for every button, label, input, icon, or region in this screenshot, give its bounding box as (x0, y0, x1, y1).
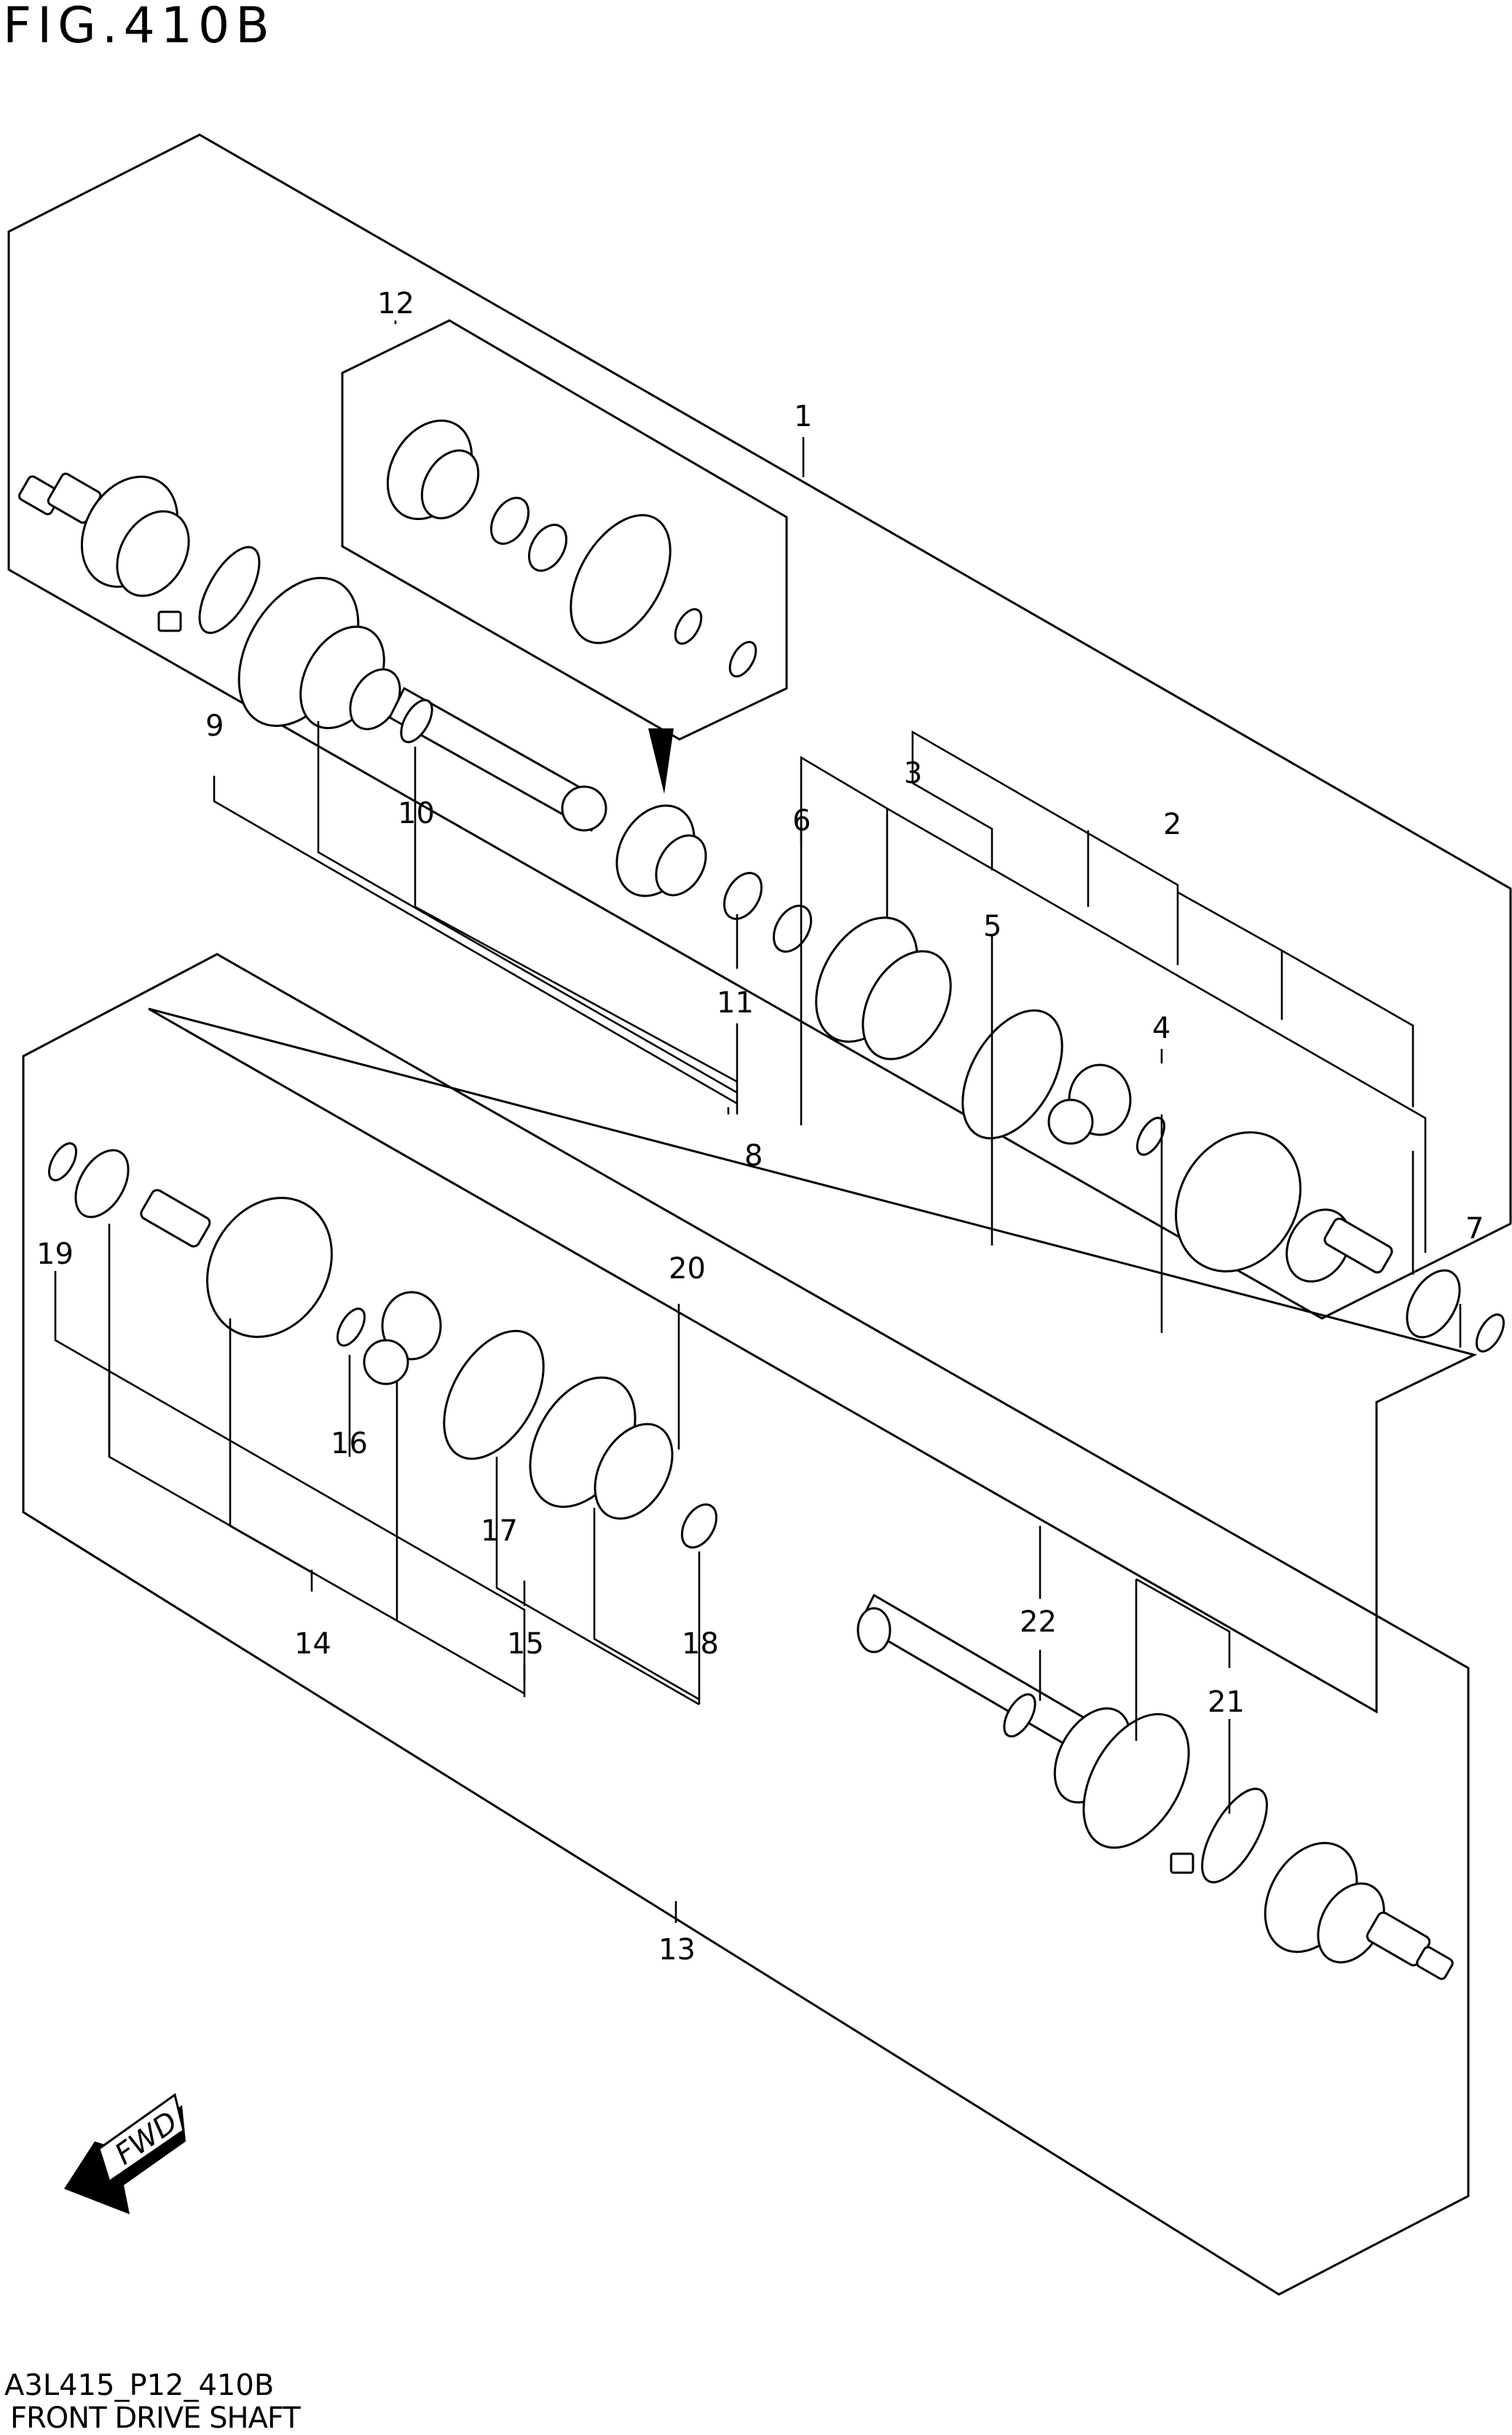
callout-4: 4 (1152, 1012, 1170, 1045)
callout-labels: 1 2 3 4 5 6 7 8 9 10 11 12 13 14 15 16 1… (36, 287, 1484, 1967)
callout-19: 19 (36, 1238, 74, 1271)
inner-boot-lower (529, 1376, 674, 1520)
outer-boot-lower (1053, 1707, 1190, 1849)
callout-9: 9 (205, 709, 224, 743)
clamp-12a (489, 497, 530, 545)
callout-16: 16 (331, 1427, 368, 1460)
callout-1: 1 (794, 400, 812, 433)
inner-joint-housing-upper (1175, 1131, 1393, 1283)
install-arrow (648, 728, 674, 794)
callout-10: 10 (398, 797, 435, 830)
dust-seal-19 (74, 1149, 130, 1219)
callout-14: 14 (294, 1627, 331, 1661)
callout-13: 13 (658, 1933, 696, 1967)
inner-boot-5-upper (815, 916, 952, 1061)
boot-band-9-upper (198, 546, 261, 634)
callout-20: 20 (669, 1252, 706, 1286)
callout-11: 11 (717, 986, 754, 1020)
figure-title: FIG.410B (3, 0, 275, 55)
damper-upper (615, 804, 707, 897)
callout-2: 2 (1163, 808, 1181, 841)
assembly-13-outline (22, 953, 1470, 2296)
boot-band-17 (443, 1329, 545, 1460)
callout-21: 21 (1208, 1685, 1245, 1719)
outer-cv-joint-lower (1264, 1841, 1454, 1980)
snap-ring-12a (674, 607, 703, 645)
band-clip-9 (157, 610, 182, 632)
boot-band-6 (772, 905, 813, 953)
callout-5: 5 (983, 910, 1001, 943)
tripod-joint-upper (1047, 1063, 1132, 1145)
snap-ring-19 (47, 1142, 78, 1181)
forward-direction-arrow: FWD (64, 2093, 186, 2214)
shaft-spline-lower (857, 1607, 891, 1653)
clamp-12b (527, 524, 568, 572)
snap-ring-7 (1475, 1313, 1505, 1353)
callout-17: 17 (481, 1514, 518, 1548)
drive-shaft-lower (858, 1594, 1094, 1753)
callout-6: 6 (792, 804, 811, 838)
boot-band-5 (961, 1009, 1063, 1140)
figure-name: FRONT DRIVE SHAFT (10, 2401, 301, 2435)
boot-band-22 (1003, 1693, 1036, 1738)
shaft-spline-upper (561, 785, 607, 832)
callout-15: 15 (507, 1627, 544, 1661)
outer-cv-joint-upper (18, 472, 190, 597)
band-clip-21 (1170, 1852, 1194, 1874)
assembly-1-outline (7, 133, 1512, 1320)
snap-ring-16 (336, 1307, 366, 1347)
callout-18: 18 (682, 1627, 719, 1661)
callout-7: 7 (1465, 1212, 1484, 1246)
dust-seal-7 (1406, 1269, 1461, 1339)
inner-joint-housing-lower (140, 1189, 333, 1338)
damper-12 (386, 419, 480, 521)
leader-lines (54, 320, 1462, 1923)
boot-band-21 (1201, 1787, 1268, 1884)
assembly-20-outline (148, 1007, 1478, 1714)
callout-8: 8 (744, 1139, 763, 1173)
tripod-joint-lower (363, 1291, 442, 1385)
outer-boot-upper (237, 577, 401, 731)
callout-22: 22 (1020, 1605, 1057, 1639)
snap-ring-12b (728, 640, 757, 678)
boot-band-11 (722, 872, 763, 920)
boot-band-10 (400, 699, 433, 744)
callout-3: 3 (904, 757, 922, 790)
snap-ring-4 (1135, 1117, 1166, 1156)
kit-12-outline (341, 319, 788, 741)
figure-code: A3L415_P12_410B (4, 2369, 275, 2402)
callout-12: 12 (377, 287, 414, 320)
band-12 (570, 514, 672, 645)
boot-band-18 (680, 1503, 718, 1549)
